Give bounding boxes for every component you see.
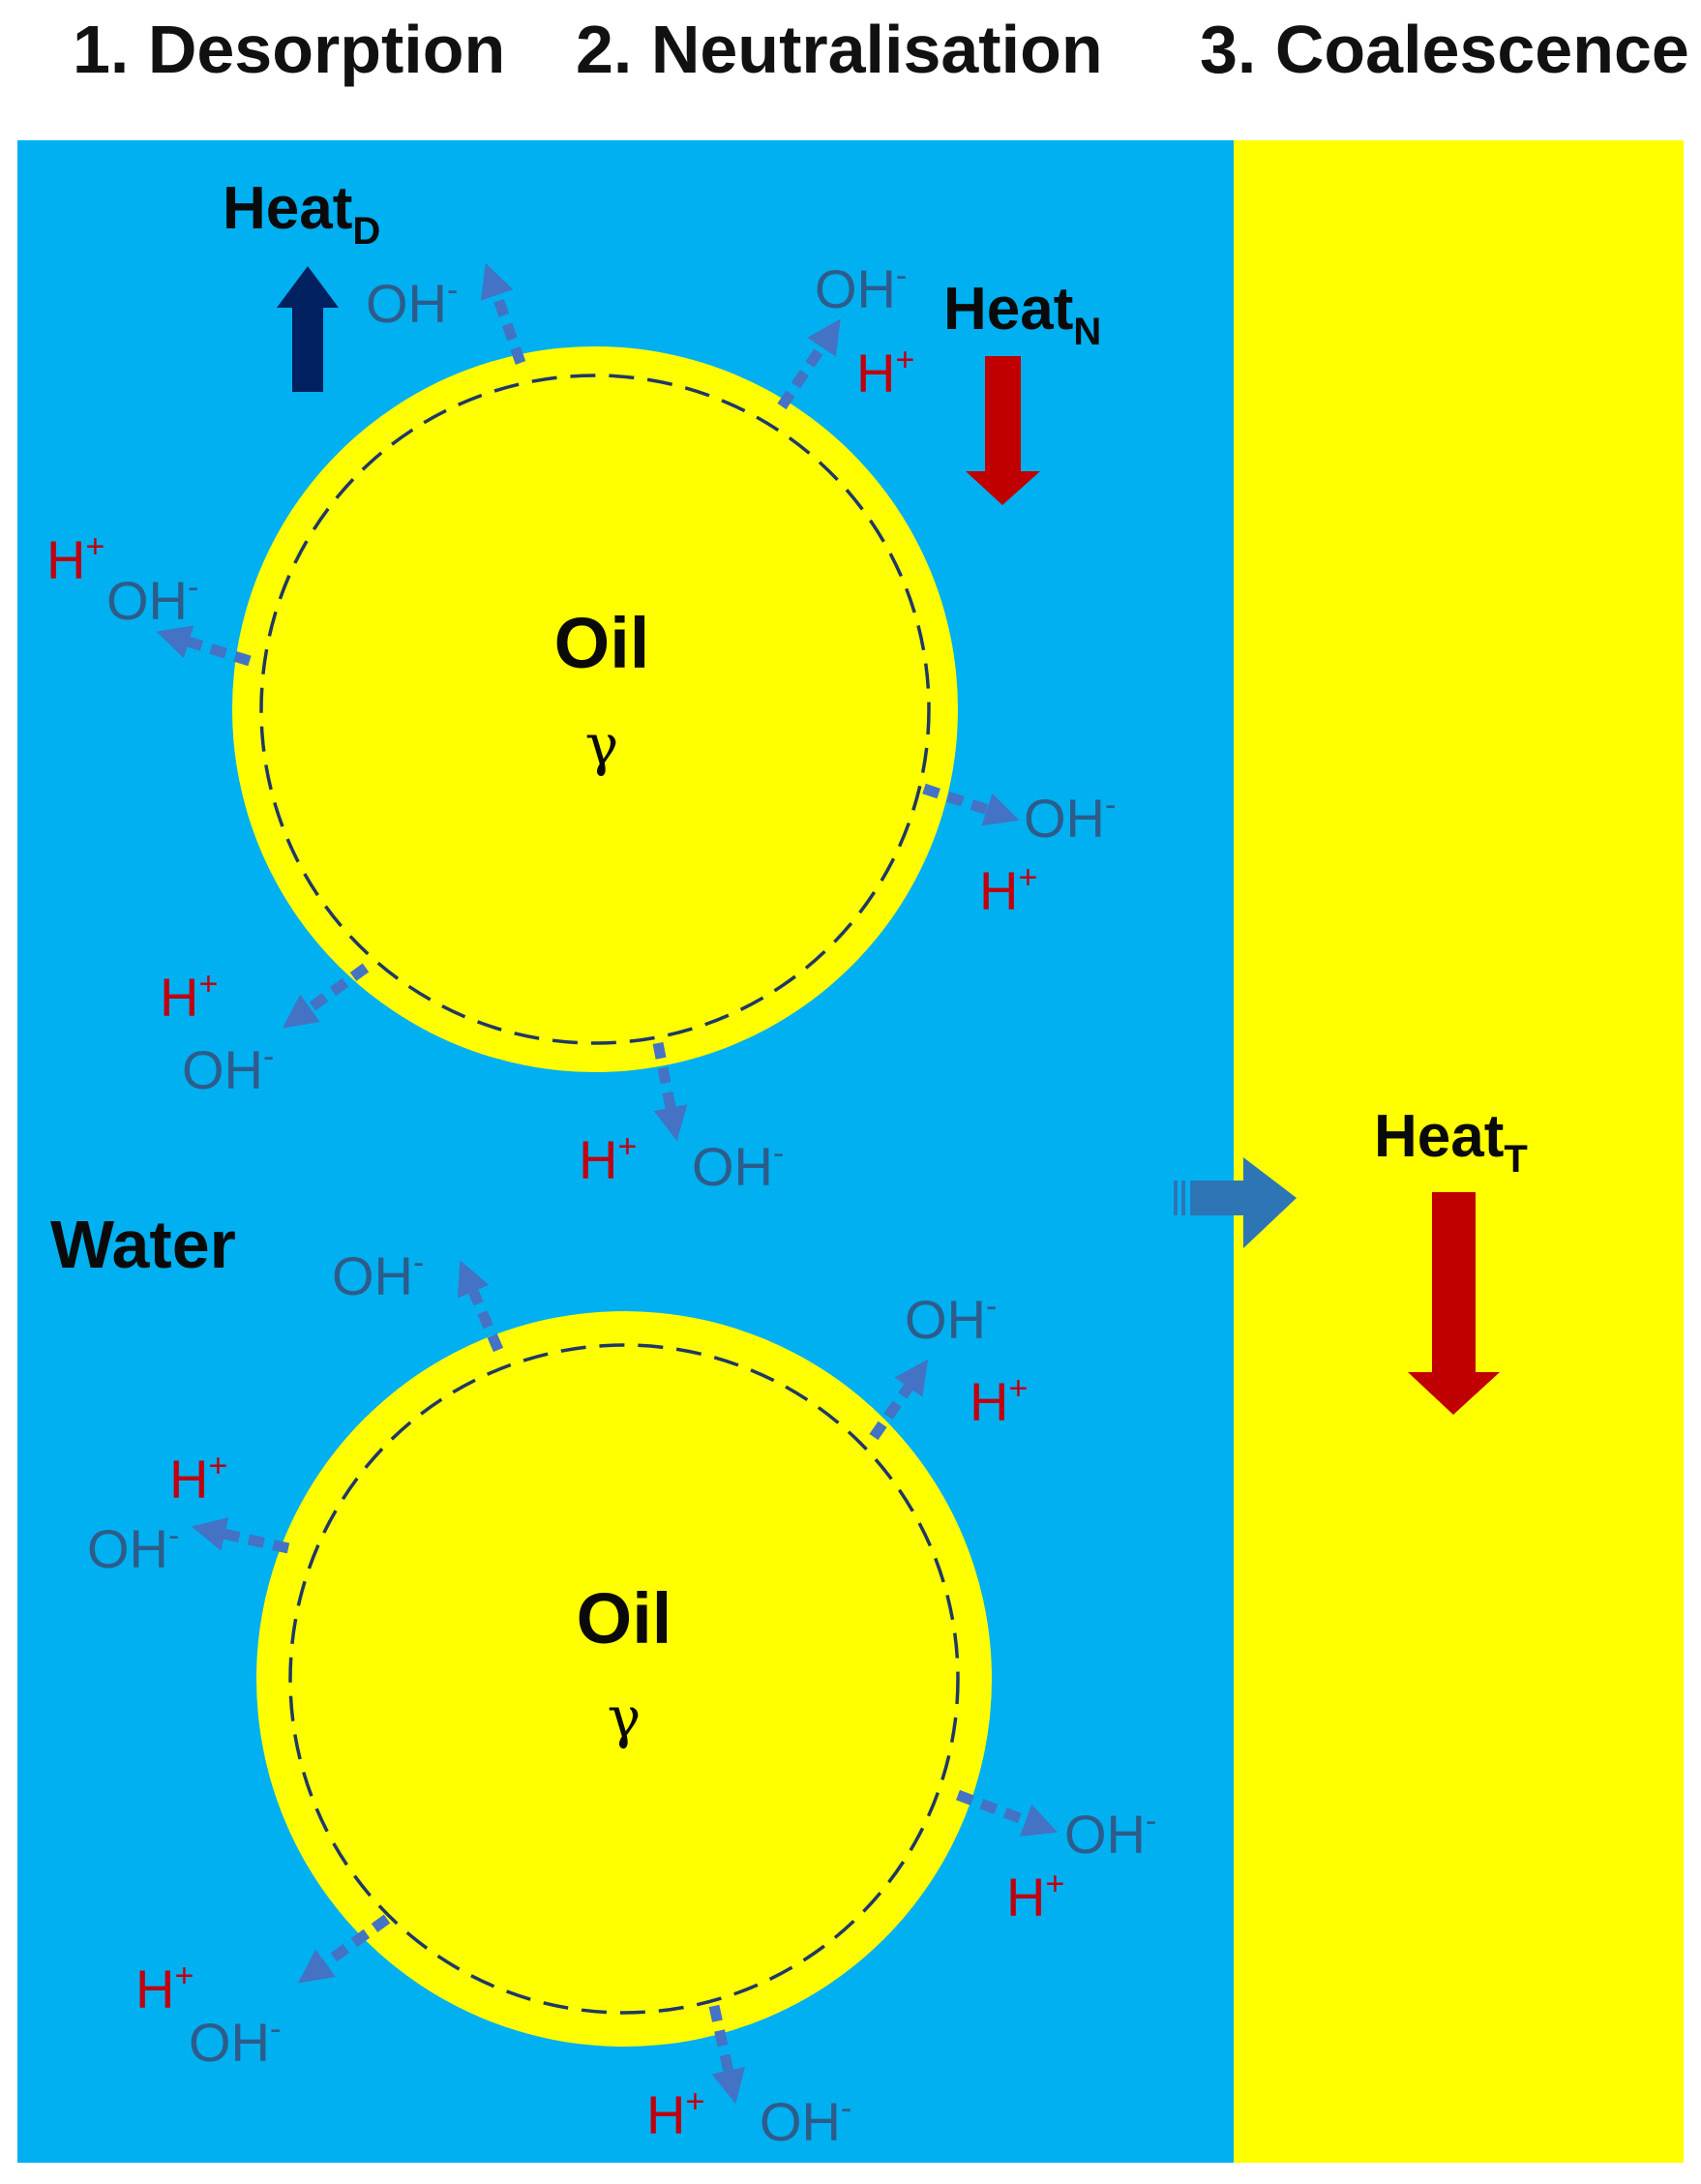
- water-label: Water: [50, 1207, 236, 1282]
- ion-arrow: [283, 963, 370, 1029]
- hydroxide-ion-label: OH-: [692, 1135, 784, 1197]
- ion-labels: OH- OH- H+ H+ OH- OH- H+ H+ OH- H+ OH- O…: [46, 257, 1156, 2152]
- proton-label: H+: [856, 342, 914, 404]
- hydroxide-ion-label: OH-: [905, 1288, 997, 1350]
- heat-release-arrow-icon: [277, 266, 339, 392]
- proton-label: H+: [160, 966, 218, 1028]
- stage-label-coalescence: 3. Coalescence: [1200, 12, 1689, 87]
- proton-label: H+: [46, 528, 104, 590]
- heat-absorb-arrow-icon: [966, 356, 1040, 505]
- oil-droplet-top: Oil γ: [232, 346, 958, 1072]
- hydroxide-ion-label: OH-: [182, 1038, 274, 1100]
- heat-coalescence-label: HeatT: [1374, 1103, 1528, 1181]
- hydroxide-ion-label: OH-: [366, 272, 458, 334]
- heat-absorb-arrow-icon: [1408, 1192, 1500, 1415]
- proton-label: H+: [169, 1448, 227, 1510]
- hydroxide-ion-label: OH-: [760, 2090, 851, 2152]
- stage-label-desorption: 1. Desorption: [73, 12, 505, 87]
- ion-arrow: [777, 318, 841, 410]
- hydroxide-ion-label: OH-: [189, 2011, 281, 2073]
- oil-droplet-bottom: Oil γ: [256, 1311, 992, 2047]
- ion-arrow: [156, 625, 252, 667]
- coalescence-flow-arrow-icon: [1174, 1157, 1297, 1248]
- proton-label: H+: [979, 859, 1037, 921]
- interfacial-tension-symbol: γ: [585, 712, 619, 778]
- heat-neutralisation-label: HeatN: [943, 276, 1101, 353]
- hydroxide-ion-label: OH-: [1064, 1803, 1156, 1865]
- hydroxide-ion-label: OH-: [815, 257, 907, 319]
- ion-arrow: [298, 1914, 391, 1984]
- droplet-interface-dashed: [259, 374, 931, 1045]
- ion-arrow: [652, 1041, 688, 1142]
- ion-arrow: [869, 1359, 929, 1441]
- droplet-interface-dashed: [288, 1343, 960, 2015]
- oil-label: Oil: [554, 603, 650, 683]
- ion-arrow: [191, 1517, 290, 1554]
- hydroxide-ion-label: OH-: [1024, 787, 1116, 849]
- ion-arrow: [480, 262, 526, 365]
- ion-arrow: [922, 783, 1020, 826]
- interfacial-tension-symbol: γ: [608, 1685, 642, 1750]
- ion-arrow: [956, 1789, 1059, 1837]
- proton-label: H+: [646, 2083, 704, 2145]
- hydroxide-ion-label: OH-: [106, 569, 198, 631]
- proton-label: H+: [135, 1958, 194, 2019]
- hydroxide-ion-label: OH-: [332, 1244, 424, 1306]
- proton-label: H+: [579, 1128, 637, 1190]
- ion-arrow: [708, 2004, 745, 2105]
- ion-arrow: [457, 1260, 504, 1353]
- oil-phase-region: [1234, 140, 1684, 2163]
- proton-label: H+: [970, 1370, 1028, 1432]
- oil-label: Oil: [577, 1578, 672, 1659]
- hydroxide-ion-label: OH-: [87, 1517, 179, 1579]
- heat-desorption-label: HeatD: [223, 175, 380, 253]
- proton-label: H+: [1006, 1866, 1064, 1928]
- ion-release-arrows: [156, 262, 1059, 2105]
- stage-label-neutralisation: 2. Neutralisation: [576, 12, 1103, 87]
